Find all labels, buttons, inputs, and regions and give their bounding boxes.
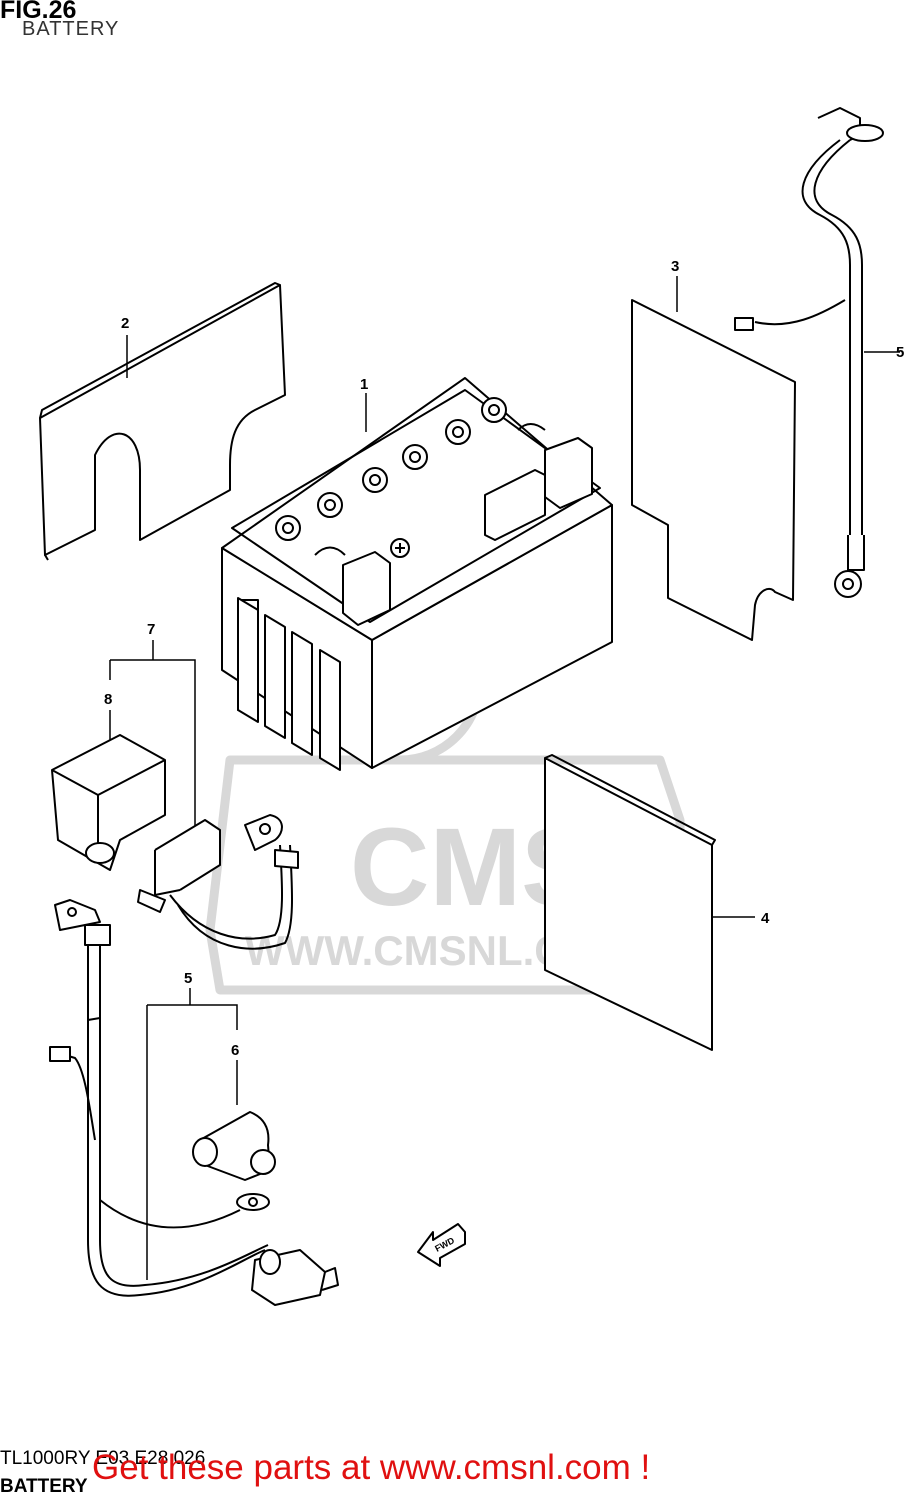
callout-6: 6 (231, 1042, 239, 1059)
callout-bracket-7-8 (109, 640, 196, 840)
part-2-plate (39, 282, 286, 561)
callout-2: 2 (121, 315, 129, 332)
part-6-boot (192, 1111, 276, 1181)
callout-7: 7 (147, 621, 155, 638)
figure-title: FIG.26 (0, 0, 77, 24)
section-name: BATTERY (0, 1476, 88, 1497)
part-7-cable (137, 814, 299, 950)
part-3-plate (631, 299, 796, 641)
part-5-harness (49, 899, 339, 1306)
model-code: TL1000RY E03 E28 026 (0, 1448, 206, 1469)
part-1-battery (221, 377, 613, 771)
callout-4: 4 (761, 910, 770, 927)
part-8-terminal-cover (51, 734, 166, 871)
part-4-pad (544, 754, 716, 1051)
callout-3: 3 (671, 258, 679, 275)
callout-5-left: 5 (184, 970, 192, 987)
callout-1: 1 (360, 376, 368, 393)
figure-subtitle: BATTERY (22, 18, 120, 40)
callout-5-right: 5 (896, 344, 904, 361)
callout-8: 8 (104, 691, 112, 708)
part-5-lead-right (734, 107, 884, 598)
callout-bracket-5-6 (146, 988, 238, 1280)
promo-link[interactable]: Get these parts at www.cmsnl.com ! (92, 1448, 651, 1487)
fwd-arrow: FWD (417, 1223, 466, 1267)
